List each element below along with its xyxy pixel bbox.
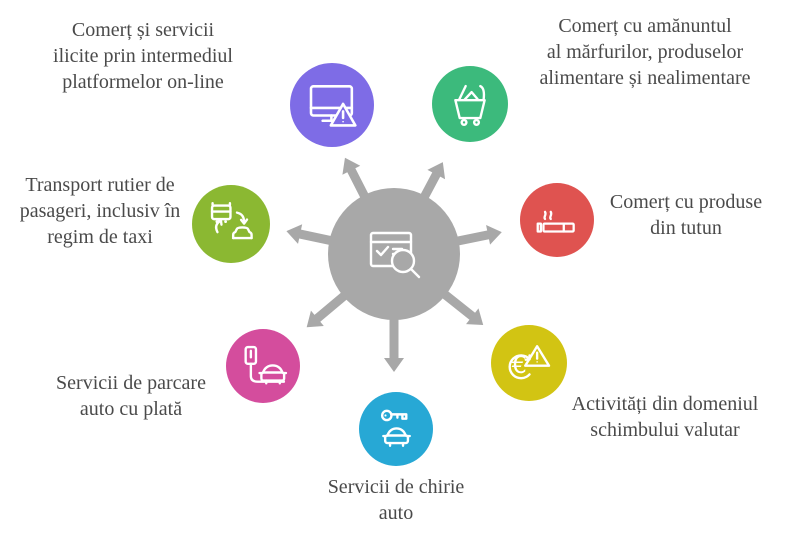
bus-car-swap-icon bbox=[210, 202, 253, 240]
monitor-warning-icon bbox=[309, 85, 357, 127]
node-paid-parking bbox=[226, 329, 300, 403]
node-label-car-rental: Servicii de chirie auto bbox=[327, 476, 465, 524]
node-label-currency-exchange: Activități din domeniul schimbului valut… bbox=[571, 393, 759, 441]
key-car-icon bbox=[380, 409, 411, 447]
node-label-tobacco-products: Comerț cu produse din tutun bbox=[609, 191, 763, 239]
node-online-platforms bbox=[290, 63, 374, 147]
node-car-rental bbox=[359, 392, 433, 466]
node-retail-trade bbox=[432, 66, 508, 142]
node-label-passenger-transport: Transport rutier de pasageri, inclusiv î… bbox=[19, 174, 181, 248]
node-passenger-transport bbox=[192, 185, 270, 263]
parking-meter-car-icon bbox=[244, 345, 288, 385]
cigarette-icon bbox=[536, 210, 575, 233]
node-label-retail-trade: Comerț cu amănuntul al mărfurilor, produ… bbox=[539, 15, 751, 89]
shopping-cart-icon bbox=[454, 84, 486, 126]
node-label-paid-parking: Servicii de parcare auto cu plată bbox=[56, 372, 206, 420]
node-tobacco-products bbox=[520, 183, 594, 257]
euro-warning-icon: € bbox=[508, 345, 551, 380]
browser-checklist-magnifier-icon bbox=[369, 231, 421, 279]
node-currency-exchange: € bbox=[491, 325, 567, 401]
node-label-online-platforms: Comerț și servicii ilicite prin intermed… bbox=[53, 19, 233, 93]
